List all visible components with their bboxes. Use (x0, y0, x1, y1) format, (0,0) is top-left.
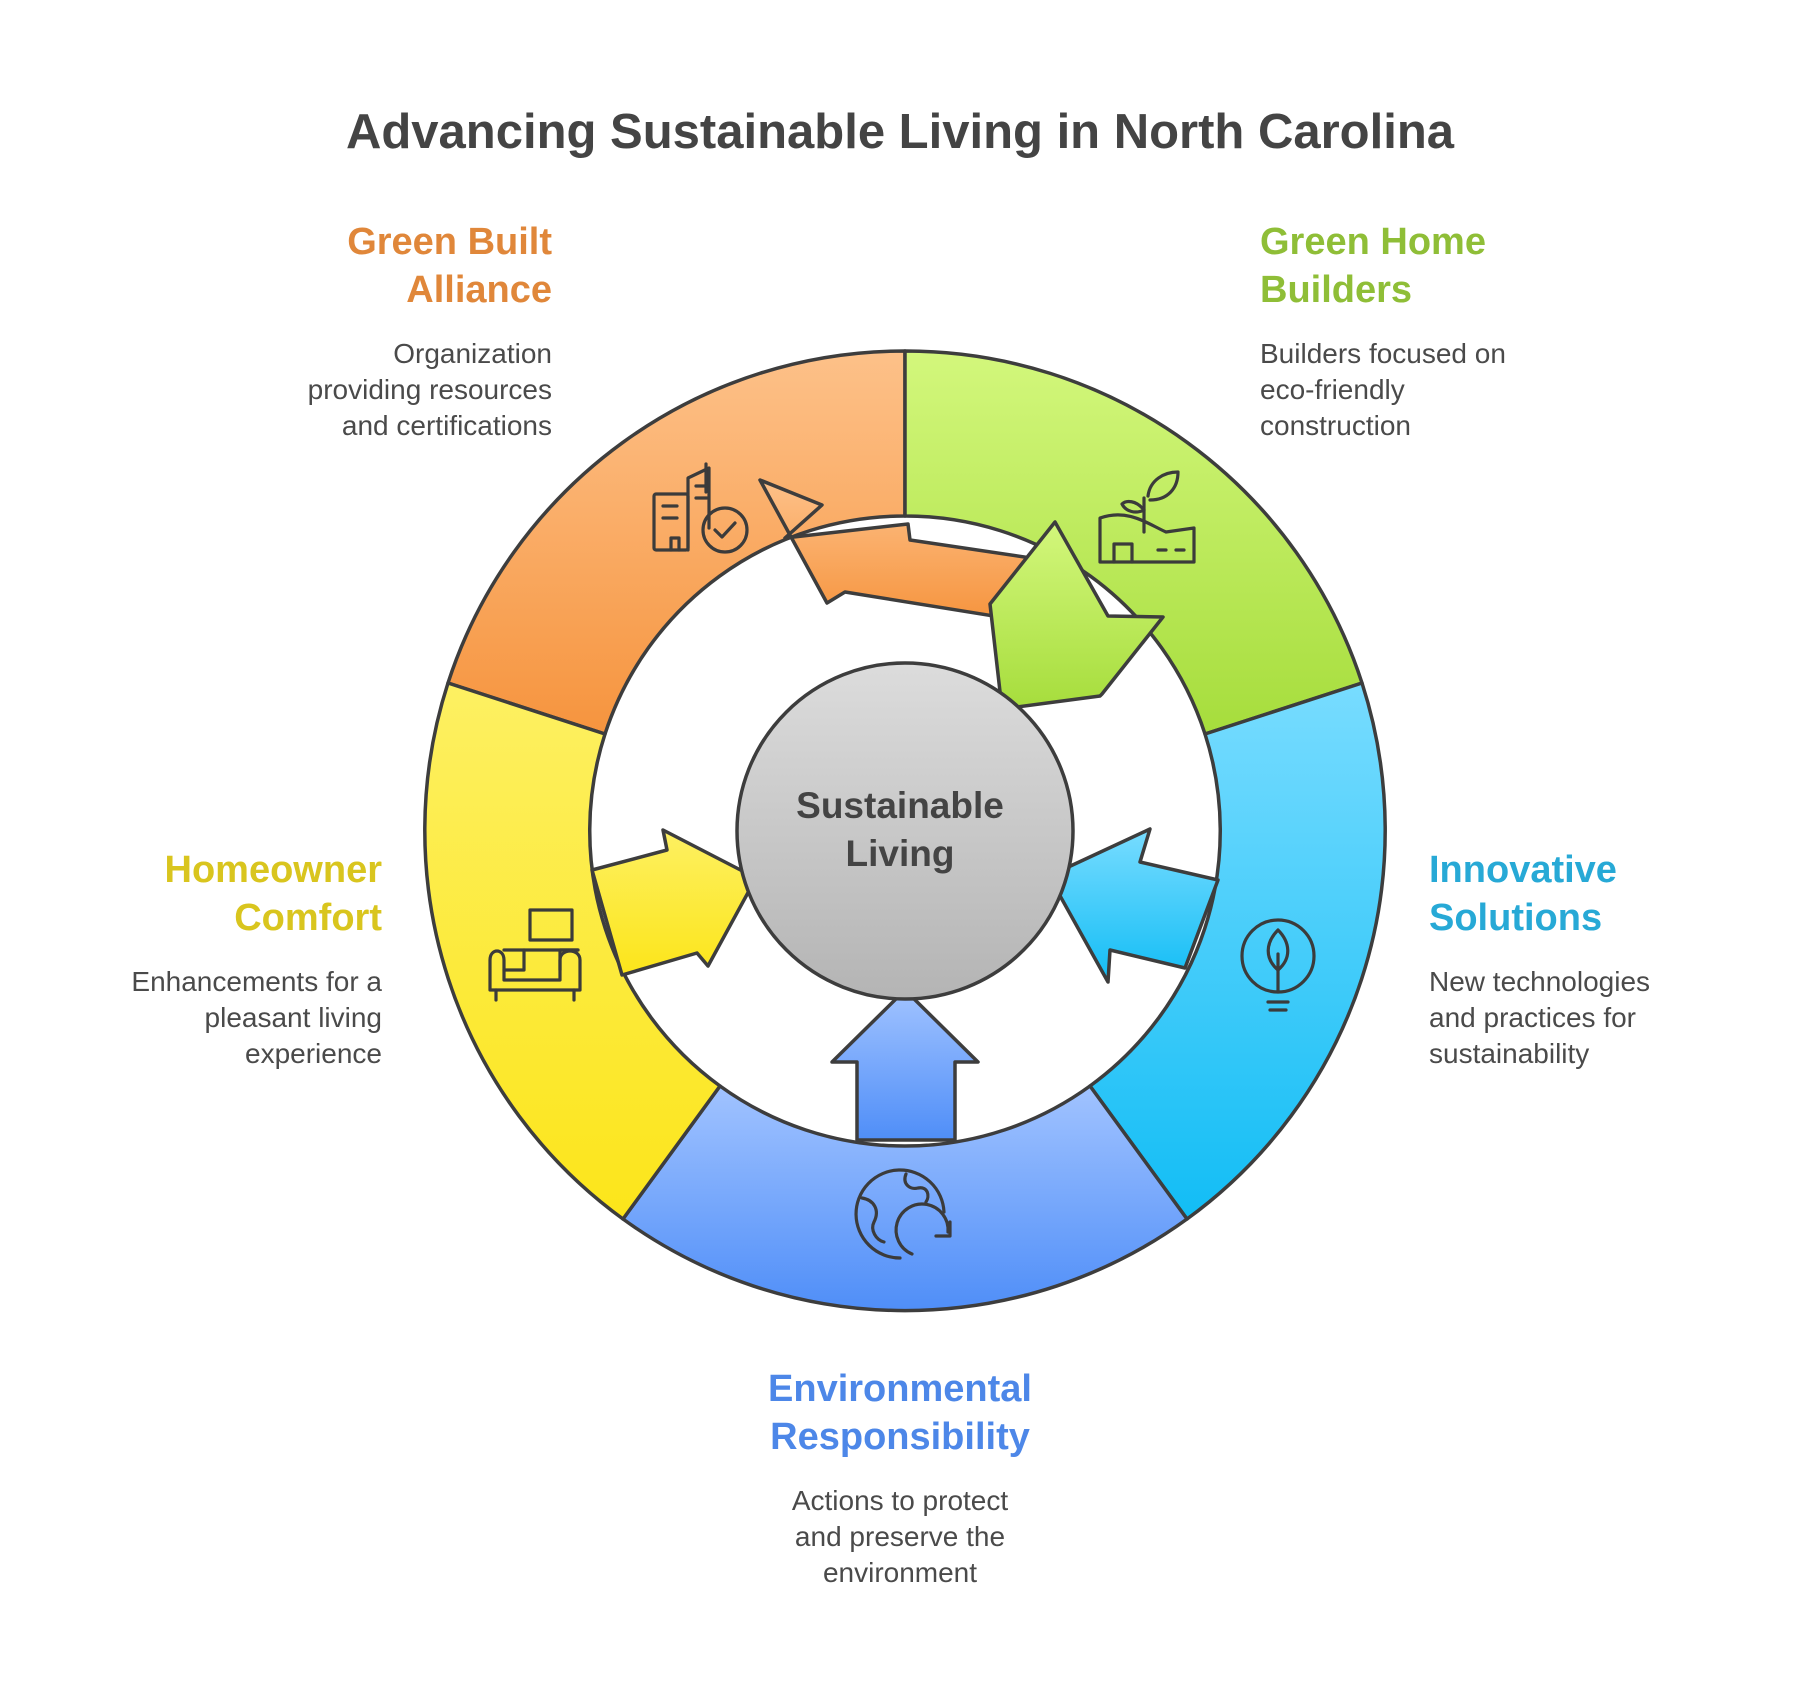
label-environmental-responsibility: Environmental Responsibility Actions to … (690, 1365, 1110, 1591)
certified-building-icon (652, 462, 749, 554)
recycle-globe-icon (854, 1168, 952, 1260)
segment-innovative-solutions (1088, 681, 1387, 1221)
innovative-solutions-title: Innovative Solutions (1429, 849, 1617, 939)
environmental-responsibility-description: Actions to protect and preserve the envi… (791, 1485, 1009, 1588)
homeowner-comfort-title: Homeowner Comfort (164, 849, 382, 939)
environmental-responsibility-title: Environmental Responsibility (768, 1368, 1032, 1458)
green-home-builders-description: Builders focused on eco-friendly constru… (1260, 338, 1506, 441)
arrow-homeowner-comfort (590, 828, 758, 977)
arrow-environmental-responsibility (830, 988, 980, 1142)
arrow-green-home-builders (988, 520, 1165, 711)
label-homeowner-comfort: Homeowner Comfort Enhancements for a ple… (0, 846, 382, 1072)
center-circle (735, 661, 1075, 1001)
arrow-innovative-solutions (1047, 827, 1220, 984)
eco-house-plant-icon (1098, 470, 1196, 564)
segment-environmental-responsibility (621, 1084, 1189, 1313)
homeowner-comfort-description: Enhancements for a pleasant living exper… (131, 966, 382, 1069)
segment-green-built-alliance (446, 349, 907, 736)
sofa-laptop-icon (488, 908, 582, 1002)
green-home-builders-title: Green Home Builders (1260, 221, 1486, 311)
diagram-title: Advancing Sustainable Living in North Ca… (345, 105, 1455, 159)
label-green-built-alliance: Green Built Alliance Organization provid… (132, 218, 552, 444)
center-label: Sustainable Living (796, 785, 1004, 874)
label-innovative-solutions: Innovative Solutions New technologies an… (1429, 846, 1800, 1072)
label-green-home-builders: Green Home Builders Builders focused on … (1260, 218, 1680, 444)
eco-lightbulb-icon (1240, 918, 1316, 1012)
innovative-solutions-description: New technologies and practices for susta… (1429, 966, 1651, 1069)
green-built-alliance-title: Green Built Alliance (347, 221, 552, 311)
arrow-green-built-alliance (758, 478, 1060, 623)
green-built-alliance-description: Organization providing resources and cer… (307, 338, 552, 441)
